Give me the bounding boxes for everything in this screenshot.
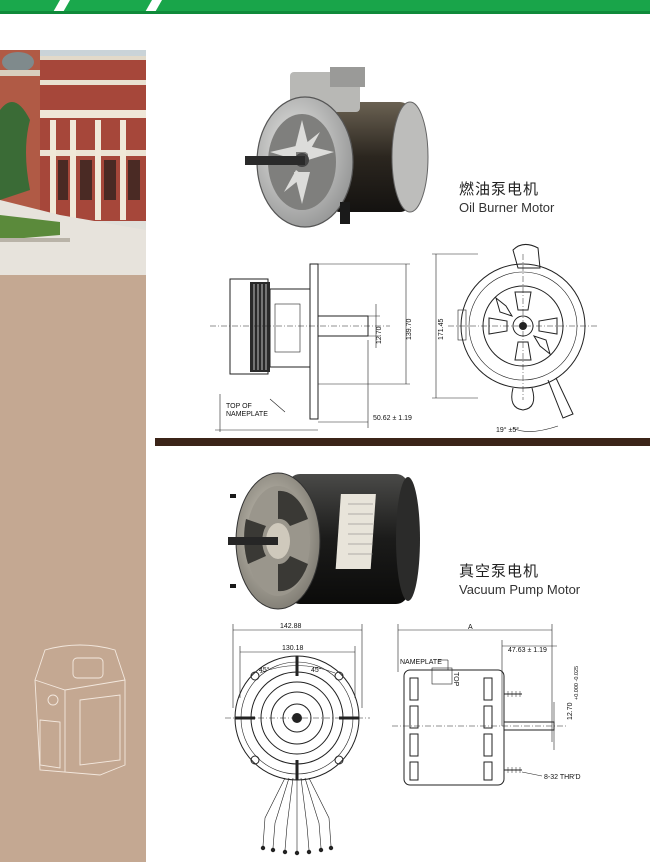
vacuum-bolt-circle-label: 130.18 (282, 645, 304, 652)
oil-burner-title-zh: 燃油泵电机 (459, 180, 540, 198)
oil-burner-front-drawing: 171.45 19° ±5° (432, 244, 598, 434)
building-photo (0, 50, 146, 275)
vacuum-shaft-dia-label: 12.70 (567, 702, 574, 720)
oil-burner-title-en: Oil Burner Motor (459, 200, 555, 215)
vacuum-angle-left-label: 45° (259, 666, 270, 674)
vacuum-pump-front-drawing: 142.88 130.18 45° 45° (225, 623, 370, 856)
vacuum-top-label: TOP (452, 672, 459, 687)
section-divider (155, 438, 650, 446)
vacuum-thread-label: 8-32 THR'D (544, 774, 581, 781)
vacuum-length-label: A (468, 624, 473, 631)
vacuum-shaft-length-label: 47.63 ± 1.19 (508, 647, 547, 654)
oil-shaft-dia-label: 12.70 (376, 326, 383, 344)
oil-overall-dia-label: 171.45 (438, 318, 445, 340)
oil-nameplate-note-line2: NAMEPLATE (226, 411, 268, 418)
vacuum-pump-title-en: Vacuum Pump Motor (459, 582, 581, 597)
vacuum-outer-dia-label: 142.88 (280, 623, 302, 630)
oil-flange-height-label: 139.70 (406, 318, 413, 340)
oil-burner-side-drawing: TOP OF NAMEPLATE 12.70 139.70 50.62 ± 1.… (210, 263, 413, 432)
oil-shaft-length-label: 50.62 ± 1.19 (373, 415, 412, 422)
machine-outline-sketch (34, 644, 126, 776)
oil-angle-label: 19° ±5° (496, 426, 519, 434)
vacuum-pump-title-zh: 真空泵电机 (459, 562, 540, 580)
oil-burner-motor-photo (245, 67, 429, 228)
top-banner (0, 0, 650, 14)
vacuum-angle-right-label: 45° (311, 666, 322, 674)
oil-nameplate-note-line1: TOP OF (226, 403, 252, 410)
vacuum-tolerance-label: +0.000 -0.025 (574, 666, 580, 700)
vacuum-nameplate-label: NAMEPLATE (400, 659, 442, 666)
vacuum-pump-motor-photo (228, 472, 420, 610)
vacuum-pump-side-drawing: A 47.63 ± 1.19 NAMEPLATE TOP 12.70 +0.00… (392, 624, 581, 786)
